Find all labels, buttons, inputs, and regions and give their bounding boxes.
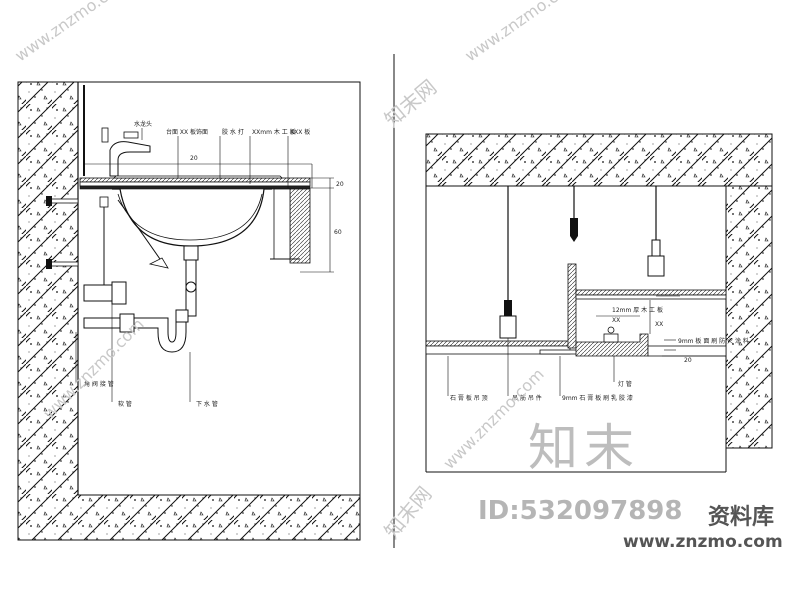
label-dim-z: 20: [684, 357, 692, 364]
left-section-wall: [17, 81, 361, 541]
label-lamp: 灯 管: [618, 380, 632, 388]
watermark-url-2: www.znzmo.com: [461, 0, 582, 65]
label-ceiling: 石 膏 板 吊 顶: [450, 394, 488, 402]
label-dim-right: 20: [336, 181, 344, 188]
label-drain: 下 水 管: [196, 400, 218, 408]
label-hanger: 吊 筋 吊 件: [512, 394, 542, 402]
watermark-logo-1: 知末网: [380, 75, 441, 132]
label-layer4: XXX 板: [290, 128, 310, 136]
label-faucet: 水龙头: [134, 120, 152, 128]
watermark-logo-2: 知末网: [379, 482, 436, 543]
label-hose: 软 管: [118, 400, 132, 408]
label-top-layer: 台面 XX 板饰面: [166, 128, 208, 136]
label-mid-layer: 胶 水 打: [222, 128, 244, 136]
label-dim-top: 20: [190, 155, 198, 162]
right-section-labels: 12mm 厚 木 工 板 9mm 板 面 刷 防 火 涂 料 XX XX 20 …: [450, 306, 749, 402]
right-section-structure: [425, 133, 773, 473]
watermark-brand: 知末: [528, 419, 640, 477]
label-valve: 角 阀 接 管: [84, 380, 114, 388]
left-section-vanity: [46, 85, 334, 402]
label-dim-y: XX: [655, 321, 663, 328]
label-layer3: XXmm 木 工 板: [252, 128, 296, 136]
label-paint: 9mm 石 膏 板 刷 乳 胶 漆: [562, 394, 633, 402]
watermark-url-bottom: www.znzmo.com: [623, 532, 783, 552]
label-dim-side: 60: [334, 229, 342, 236]
watermark-layer: www.znzmo.com www.znzmo.com www.znzmo.co…: [11, 0, 582, 543]
left-section-labels: 水龙头 台面 XX 板饰面 胶 水 打 XXmm 木 工 板 XXX 板 20 …: [84, 120, 344, 408]
watermark-url-1: www.znzmo.com: [11, 0, 132, 65]
label-board-b: 9mm 板 面 刷 防 火 涂 料: [678, 337, 749, 345]
label-board-a: 12mm 厚 木 工 板: [612, 306, 663, 314]
watermark-id: ID:532097898: [478, 496, 683, 526]
watermark-library: 资料库: [708, 505, 775, 530]
label-dim-x: XX: [612, 317, 620, 324]
